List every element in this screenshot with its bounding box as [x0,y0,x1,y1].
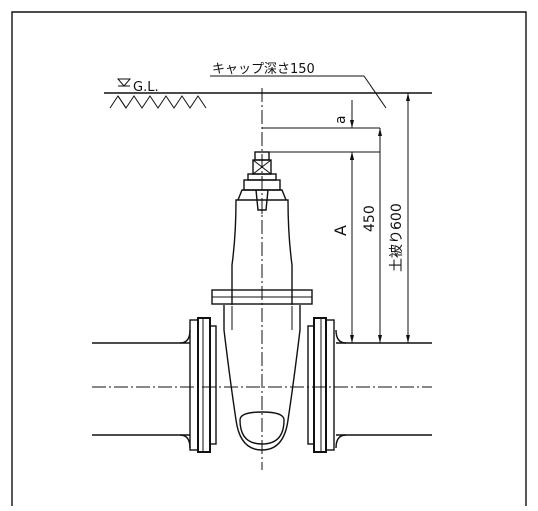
left-flange [189,317,217,453]
cap-depth-label: キャップ深さ150 [212,62,315,77]
dim-a-label: a [333,115,349,124]
dimension-450: 450 [362,128,382,343]
cap-depth-callout: キャップ深さ150 [210,62,387,109]
dimension-A: A [331,152,354,343]
ground-surface [104,92,432,109]
valve-cap [237,151,287,214]
drawing-frame [11,11,527,506]
ground-level-marker: G.L. [116,78,159,95]
dimension-a: a [262,100,380,160]
cover-label: 土被り600 [389,203,405,272]
dimension-cover: 土被り600 [389,93,410,343]
dim-450-label: 450 [362,205,378,232]
ground-level-label: G.L. [133,80,159,95]
right-flange [307,317,335,453]
dim-A-label: A [331,225,350,236]
